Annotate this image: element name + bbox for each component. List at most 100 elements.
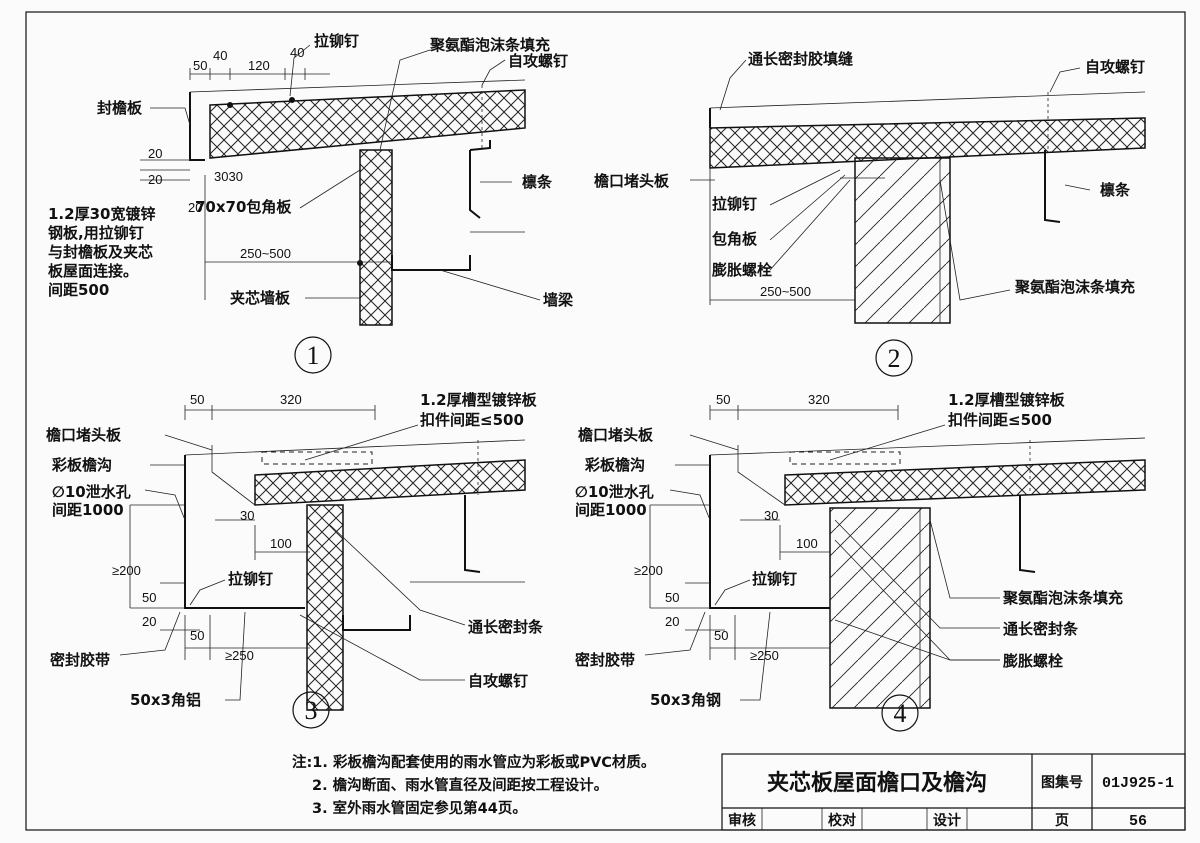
dim-40a: 40 [213,48,227,63]
gutter-plate-label-2: 扣件间距≤500 [948,411,1052,429]
note1-line1: 1.2厚30宽镀锌 [48,205,155,223]
dim-50b: 50 [714,628,728,643]
seal-strip-label: 通长密封条 [1003,620,1079,638]
wall-beam-label: 墙梁 [543,291,574,309]
gutter-plate-label-1: 1.2厚槽型镀锌板 [420,391,538,409]
detail-3: 3 1.2厚槽型镀锌板 扣件间距≤500 檐口堵头板 彩板檐沟 ∅10泄水孔 间… [46,391,544,729]
dim-50b: 50 [190,628,204,643]
dim-50: 50 [716,392,730,407]
gutter-plate-label-1: 1.2厚槽型镀锌板 [948,391,1066,409]
page-value: 56 [1129,813,1147,830]
dim-50: 50 [190,392,204,407]
design-label: 设计 [933,812,961,829]
eave-plug-label: 檐口堵头板 [578,426,654,444]
wall-panel [306,504,344,711]
roof-panel [254,459,526,506]
eave-plug-label: 檐口堵头板 [594,172,670,190]
sealant-label: 通长密封胶填缝 [748,50,853,68]
dim-200: ≥200 [112,563,141,578]
wall-panel-label: 夹芯墙板 [230,289,291,307]
roof-panel [784,459,1146,506]
expansion-bolt-label: 膨胀螺栓 [1003,652,1063,670]
note1-line4: 板屋面连接。 [48,262,138,280]
notes: 注:1. 彩板檐沟配套使用的雨水管应为彩板或PVC材质。 2. 檐沟断面、雨水管… [292,753,655,817]
dim-100: 100 [270,536,292,551]
rivet-label: 拉铆钉 [314,32,359,50]
aluminum-angle-label: 50x3角铝 [130,691,201,709]
dim-20: 20 [142,614,156,629]
review-label: 审核 [728,812,756,829]
eave-plug-label: 檐口堵头板 [46,426,122,444]
expansion-bolt-label: 膨胀螺栓 [712,261,772,279]
galvanized-gutter-plate [789,451,901,465]
detail-number-circle [875,339,913,377]
drain-hole-label-2: 间距1000 [52,501,124,519]
purlin [1044,150,1061,223]
dim-320: 320 [280,392,302,407]
check-label: 校对 [828,812,856,829]
dim-50v: 50 [665,590,679,605]
detail-4: 4 1.2厚槽型镀锌板 扣件间距≤500 檐口堵头板 彩板檐沟 ∅10泄水孔 间… [575,391,1146,732]
dim-50v: 50 [142,590,156,605]
concrete-wall [829,507,931,709]
dim-100: 100 [796,536,818,551]
dim-320: 320 [808,392,830,407]
dim-120: 120 [248,58,270,73]
dim-20c: 20 [188,200,202,215]
eave-board-label: 封檐板 [97,99,143,117]
purlin [1019,495,1036,573]
note-2: 2. 檐沟断面、雨水管直径及间距按工程设计。 [312,776,608,794]
foam-fill-label: 聚氨酯泡沫条填充 [429,36,550,54]
dim-span: 250~500 [240,246,291,261]
dim-20b: 20 [148,172,162,187]
drain-hole-label-1: ∅10泄水孔 [575,483,654,501]
dim-30: 30 [240,508,254,523]
detail-number: 2 [888,344,901,373]
dim-250: ≥250 [225,648,254,663]
dim-50: 50 [193,58,207,73]
note1-line3: 与封檐板及夹芯 [48,243,153,261]
note-1: 注:1. 彩板檐沟配套使用的雨水管应为彩板或PVC材质。 [292,753,655,771]
rivet-label: 拉铆钉 [712,195,757,213]
galvanized-gutter-plate [261,451,373,465]
steel-angle-label: 50x3角钢 [650,691,721,709]
purlin-label: 檩条 [1100,181,1131,199]
purlin [464,495,481,573]
color-gutter-label: 彩板檐沟 [584,456,645,474]
self-tap-screw-label: 自攻螺钉 [1085,58,1145,76]
detail-number: 4 [894,699,907,728]
atlas-number-value: 01J925-1 [1102,775,1174,792]
gutter-plate-label-2: 扣件间距≤500 [420,411,524,429]
rivet-label: 拉铆钉 [228,570,273,588]
dim-250: ≥250 [750,648,779,663]
color-gutter-label: 彩板檐沟 [51,456,112,474]
dim-200: ≥200 [634,563,663,578]
detail-number: 3 [305,696,318,725]
atlas-number-label: 图集号 [1041,774,1083,791]
drain-hole-label-2: 间距1000 [575,501,647,519]
drawing-title: 夹芯板屋面檐口及檐沟 [767,770,987,796]
page-label: 页 [1055,813,1069,829]
dim-20: 20 [665,614,679,629]
note1-line2: 钢板,用拉铆钉 [48,224,144,242]
purlin [469,150,481,219]
detail-1: 1 拉铆钉 聚氨酯泡沫条填充 自攻螺钉 封檐板 檩条 70x70包角板 1.2厚… [48,32,574,374]
note1-line5: 间距500 [48,281,109,299]
corner-plate-label: 包角板 [712,230,758,248]
dim-30: 30 [764,508,778,523]
rivet-label: 拉铆钉 [752,570,797,588]
foam-fill-label: 聚氨酯泡沫条填充 [1002,589,1123,607]
corner-plate-label: 70x70包角板 [195,198,292,216]
seal-tape-label: 密封胶带 [50,651,110,669]
purlin-label: 檩条 [522,173,553,191]
detail-2: 2 通长密封胶填缝 自攻螺钉 檐口堵头板 檩条 拉铆钉 包角板 膨胀螺栓 聚氨酯… [594,50,1146,377]
wall-panel [359,149,393,326]
dim-span: 250~500 [760,284,811,299]
wall-beam [391,255,471,271]
self-tap-screw-label: 自攻螺钉 [508,52,568,70]
detail-number-circle [881,694,919,732]
detail-number-circle [292,691,330,729]
sheet-border [25,11,1186,831]
